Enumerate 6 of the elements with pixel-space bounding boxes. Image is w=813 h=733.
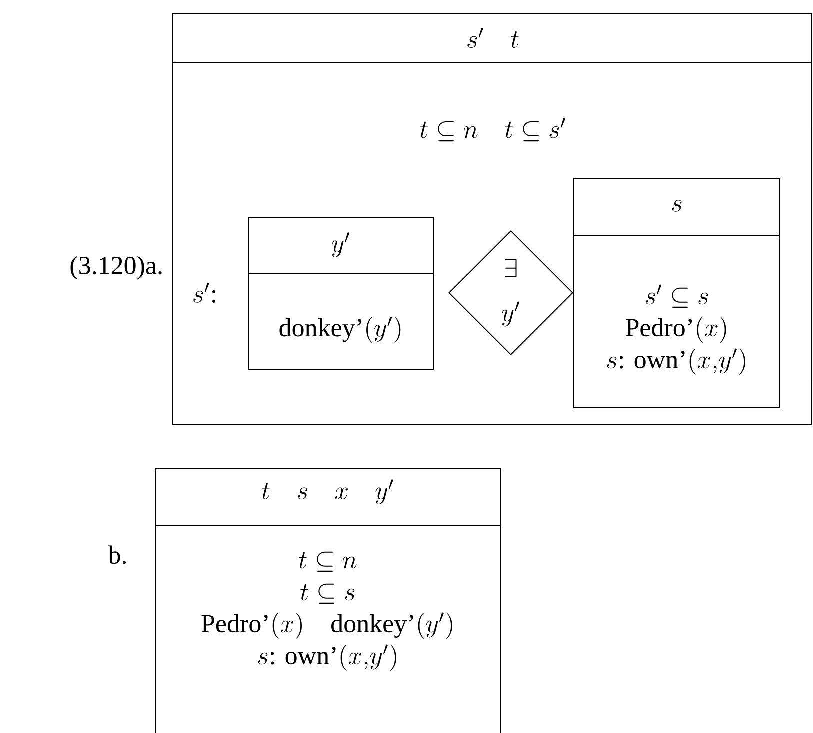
example-number: (3.120)a.: [70, 256, 162, 280]
drs-box: $y'$ $\textrm{donkey’}(y')$: [248, 218, 434, 370]
drs-box: $t\quad s\quad x\quad y'$ $\begin{array}{c} t \subseteq n\\ t \subseteq s\\ \textrm{Pedro’}(x)\quad \textrm{donkey’}(y')\\ s\textrm{: own’}(x{,}y')\end{array}$: [156, 468, 502, 733]
example-number: b.: [108, 546, 126, 564]
drs-box: $s$ $\begin{array}{c} s' \subseteq s\\ \textrm{Pedro’}(x)\\ s\textrm{: own’}(x{,}y')\end{array}$: [574, 178, 780, 408]
situation-label: $s'\textrm{:}$: [194, 283, 216, 303]
